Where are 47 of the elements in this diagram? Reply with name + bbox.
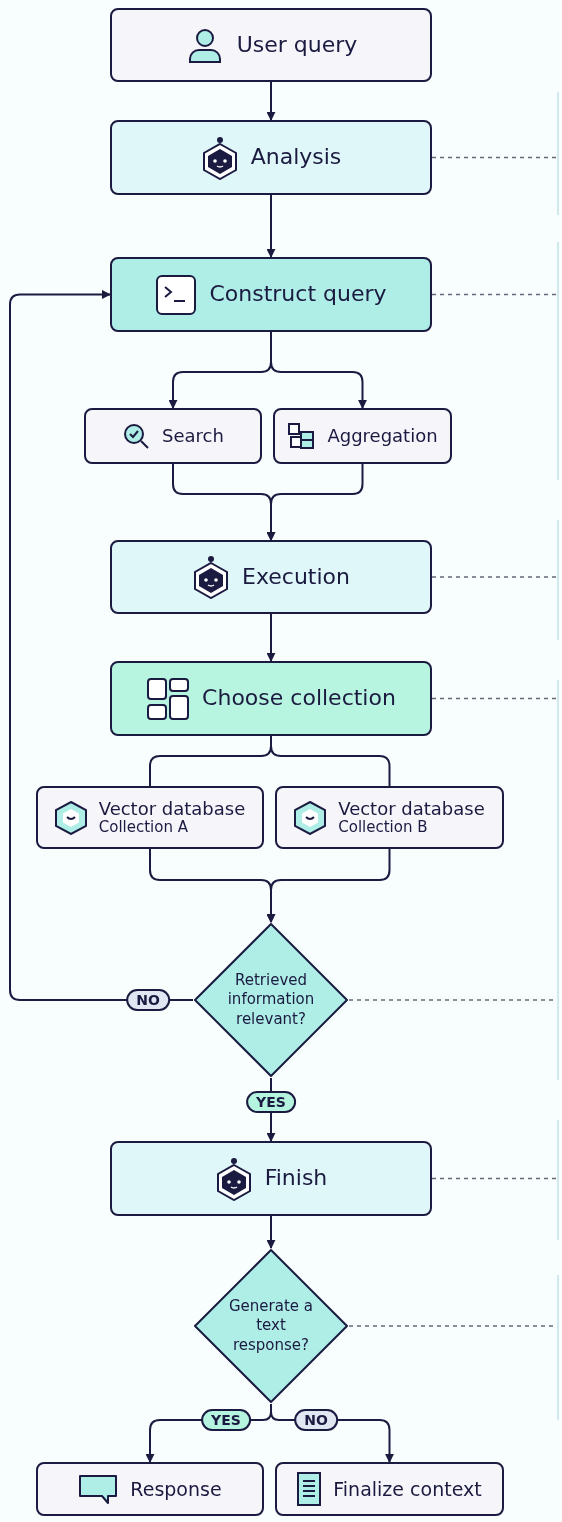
arrow: [266, 613, 276, 662]
edge-label: YES: [201, 1409, 251, 1431]
node-subtitle: Collection B: [338, 819, 429, 836]
process-box: [110, 1141, 432, 1216]
arrow: [266, 848, 391, 923]
arrow: [266, 81, 276, 121]
node-title: Analysis: [250, 145, 342, 170]
dotted-connector: [431, 1177, 557, 1180]
arrow: [270, 331, 367, 409]
process-box: [275, 786, 504, 849]
process-box: [36, 786, 264, 849]
process-box: [110, 8, 432, 82]
dotted-connector: [431, 156, 557, 159]
node-title: Finish: [264, 1166, 328, 1191]
decision-text: Generate a text response?: [228, 1296, 314, 1356]
node-title: Choose collection: [202, 686, 396, 711]
node-title: User query: [236, 32, 358, 58]
node-subtitle: Collection A: [98, 819, 189, 836]
process-box: [84, 408, 262, 464]
process-box: [110, 540, 432, 614]
decision-text: Retrieved information relevant?: [226, 970, 316, 1030]
process-box: [110, 661, 432, 736]
dotted-connector: [431, 293, 557, 296]
edge-label: NO: [294, 1409, 338, 1431]
decision-diamond: [193, 1248, 349, 1404]
node-title: Construct query: [209, 282, 387, 307]
node-title: Vector database: [338, 799, 485, 820]
process-box: [36, 1462, 264, 1516]
arrow: [266, 1215, 276, 1249]
decision-diamond: [193, 922, 349, 1078]
process-box: [275, 1462, 504, 1516]
dotted-connector: [431, 576, 557, 578]
connector-line: [270, 735, 391, 787]
node-title: Execution: [242, 564, 350, 590]
node-title: Search: [162, 426, 224, 446]
node-title: Aggregation: [327, 426, 438, 446]
dotted-connector: [431, 697, 557, 700]
arrow: [266, 194, 276, 258]
process-box: [110, 257, 432, 332]
node-title: Vector database: [98, 799, 246, 820]
arrow: [266, 463, 364, 541]
edge-label: NO: [126, 989, 170, 1011]
edge-label: YES: [246, 1091, 296, 1113]
node-title: Finalize context: [333, 1478, 482, 1500]
process-box: [273, 408, 452, 464]
node-title: Response: [130, 1478, 222, 1500]
process-box: [110, 120, 432, 195]
